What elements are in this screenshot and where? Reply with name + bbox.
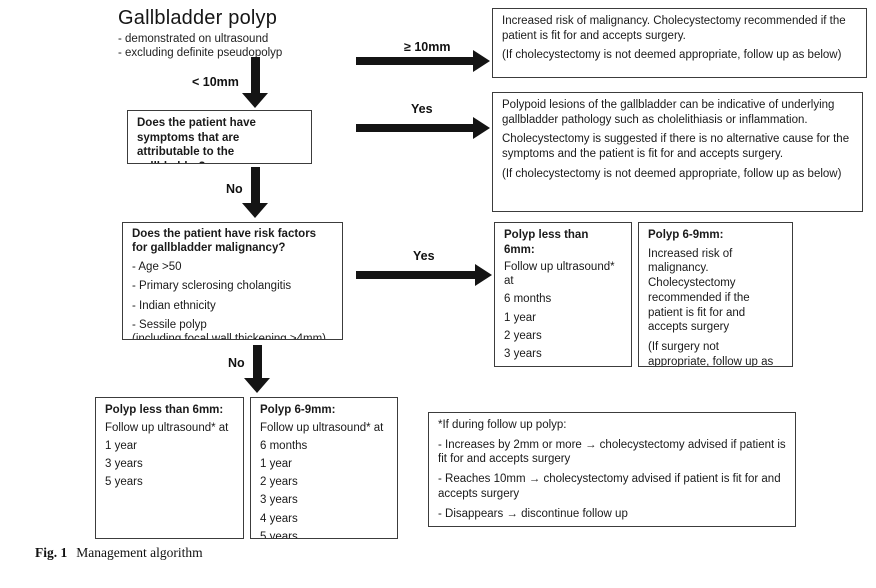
box-followup-norisk-6-9: Polyp 6-9mm: Follow up ultrasound* at 6 … xyxy=(250,397,398,539)
list-line: 6 months xyxy=(260,439,308,452)
risk-factor-item: - Age >50 xyxy=(132,261,182,274)
box-followup-risk-6-9: Polyp 6-9mm: Increased risk of malignanc… xyxy=(638,222,793,367)
arrow-head-icon xyxy=(473,117,490,139)
arrow-head-icon xyxy=(242,93,268,108)
list-line: 1 year xyxy=(105,439,137,452)
box-paragraph: (If cholecystectomy is not deemed approp… xyxy=(502,49,842,62)
list-line: 6 months xyxy=(504,293,552,306)
arrow-yes-risk xyxy=(356,264,492,286)
footnote-title: *If during follow up polyp: xyxy=(438,419,567,431)
box-followup-risk-lt6: Polyp less than 6mm: Follow up ultrasoun… xyxy=(494,222,632,367)
risk-factor-item: (including focal wall thickening >4mm) xyxy=(132,332,326,340)
arrow-yes-symptoms xyxy=(356,117,490,139)
arrow-head-icon xyxy=(242,203,268,218)
box-paragraph: Increased risk of malignancy. Cholecyste… xyxy=(648,247,750,334)
label-lt-10mm: < 10mm xyxy=(192,75,239,89)
risk-factor-item: - Primary sclerosing cholangitis xyxy=(132,280,292,293)
list-line: 2 years xyxy=(260,476,298,489)
arrow-shaft xyxy=(356,271,475,279)
arrow-no-risk xyxy=(244,345,270,393)
decision-question: Does the patient have risk factors for g… xyxy=(132,228,317,254)
arrow-head-icon xyxy=(244,378,270,393)
subtitle-line-2: - excluding definite pseudopolyp xyxy=(118,46,283,59)
risk-factor-item: - Indian ethnicity xyxy=(132,299,216,312)
arrow-shaft xyxy=(252,345,262,378)
list-line: 4 years xyxy=(504,366,622,367)
box-increased-risk-10mm: Increased risk of malignancy. Cholecyste… xyxy=(492,8,867,78)
box-footnote: *If during follow up polyp: - Increases … xyxy=(428,412,796,528)
box-heading: Polyp less than 6mm: xyxy=(105,404,224,416)
box-paragraph: Increased risk of malignancy. Cholecyste… xyxy=(502,15,846,42)
list-line: 5 years xyxy=(260,530,298,539)
risk-factor-item: - Sessile polyp xyxy=(132,318,207,331)
label-no-risk: No xyxy=(228,356,245,370)
figure-caption: Fig. 1 Management algorithm xyxy=(35,545,203,561)
arrow-ge-10mm xyxy=(356,50,490,72)
arrow-shaft xyxy=(250,57,260,93)
page-title: Gallbladder polyp xyxy=(118,7,278,29)
box-risk-factors: Does the patient have risk factors for g… xyxy=(122,222,343,340)
footnote-item: - Disappears → discontinue follow up xyxy=(438,507,628,520)
box-polypoid-lesions: Polypoid lesions of the gallbladder can … xyxy=(492,92,863,212)
list-line: 3 years xyxy=(260,494,298,507)
box-heading: Polyp 6-9mm: xyxy=(648,229,724,241)
arrow-shaft xyxy=(356,57,473,65)
arrow-lt-10mm-down xyxy=(242,57,268,108)
box-paragraph: (If surgery not appropriate, follow up a… xyxy=(648,341,774,367)
box-paragraph: Polypoid lesions of the gallbladder can … xyxy=(502,99,835,126)
box-heading: Polyp less than 6mm: xyxy=(504,229,589,256)
list-line: 2 years xyxy=(504,329,542,342)
label-ge-10mm: ≥ 10mm xyxy=(404,40,451,54)
list-line: 5 years xyxy=(105,476,143,489)
decision-question: Does the patient have symptoms that are … xyxy=(137,117,256,163)
box-heading: Polyp 6-9mm: xyxy=(260,404,336,416)
footnote-item: - Increases by 2mm or more → cholecystec… xyxy=(438,438,786,466)
list-line: Follow up ultrasound* at xyxy=(260,421,384,434)
list-line: Follow up ultrasound* at xyxy=(504,261,615,288)
subtitle-line-1: - demonstrated on ultrasound xyxy=(118,33,269,45)
list-line: 1 year xyxy=(260,458,292,471)
list-line: 4 years xyxy=(260,512,298,525)
label-yes-symptoms: Yes xyxy=(411,102,433,116)
label-yes-risk: Yes xyxy=(413,249,435,263)
box-paragraph: (If cholecystectomy is not deemed approp… xyxy=(502,167,842,180)
box-followup-norisk-lt6: Polyp less than 6mm: Follow up ultrasoun… xyxy=(95,397,244,539)
list-line: Follow up ultrasound* at xyxy=(105,421,229,434)
box-symptoms-question: Does the patient have symptoms that are … xyxy=(127,110,312,164)
list-line: 1 year xyxy=(504,311,536,324)
arrow-shaft xyxy=(356,124,473,132)
list-line: 3 years xyxy=(504,347,542,360)
list-line: 3 years xyxy=(105,458,143,471)
arrow-head-icon xyxy=(473,50,490,72)
box-paragraph: Cholecystectomy is suggested if there is… xyxy=(502,133,850,161)
arrow-no-symptoms xyxy=(242,167,268,218)
footnote-item: - Reaches 10mm → cholecystectomy advised… xyxy=(438,473,781,500)
arrow-shaft xyxy=(250,167,260,203)
label-no-symptoms: No xyxy=(226,182,243,196)
caption-text: Management algorithm xyxy=(76,545,203,560)
arrow-head-icon xyxy=(475,264,492,286)
caption-label: Fig. 1 xyxy=(35,545,68,560)
